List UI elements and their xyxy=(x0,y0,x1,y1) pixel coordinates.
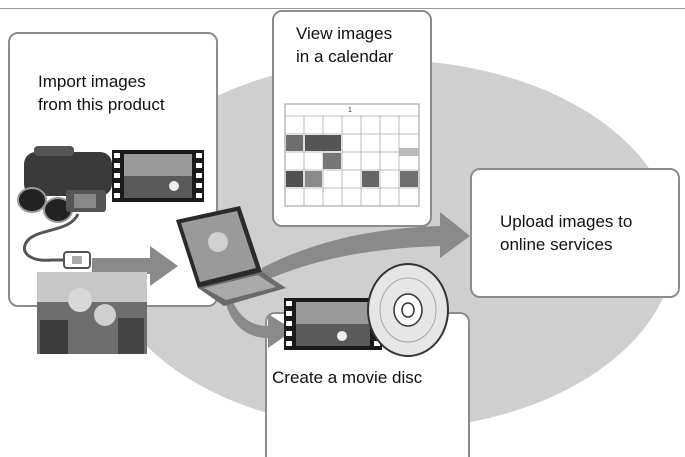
arrow-to-disc xyxy=(226,300,294,348)
calendar-month-number: 1 xyxy=(348,107,352,114)
movie-disc-label: Create a movie disc xyxy=(272,368,423,387)
calendar-view-label: View images in a calendar xyxy=(296,24,394,66)
laptop-icon xyxy=(176,206,286,306)
disc-film-strip-icon xyxy=(284,298,382,350)
arrow-to-upload xyxy=(262,212,470,282)
optical-disc-icon xyxy=(367,263,449,357)
upload-online-box: Upload images to online services xyxy=(470,168,680,298)
arrow-to-laptop xyxy=(92,246,178,286)
calendar-widget xyxy=(284,103,420,207)
top-rule xyxy=(0,8,685,9)
usb-cable-icon xyxy=(22,213,91,269)
photo-thumbnail xyxy=(37,272,147,354)
binocular-camera-icon xyxy=(17,146,112,223)
upload-online-label: Upload images to online services xyxy=(500,212,633,254)
film-strip-icon xyxy=(112,150,204,202)
import-images-label: Import images from this product xyxy=(38,72,165,114)
